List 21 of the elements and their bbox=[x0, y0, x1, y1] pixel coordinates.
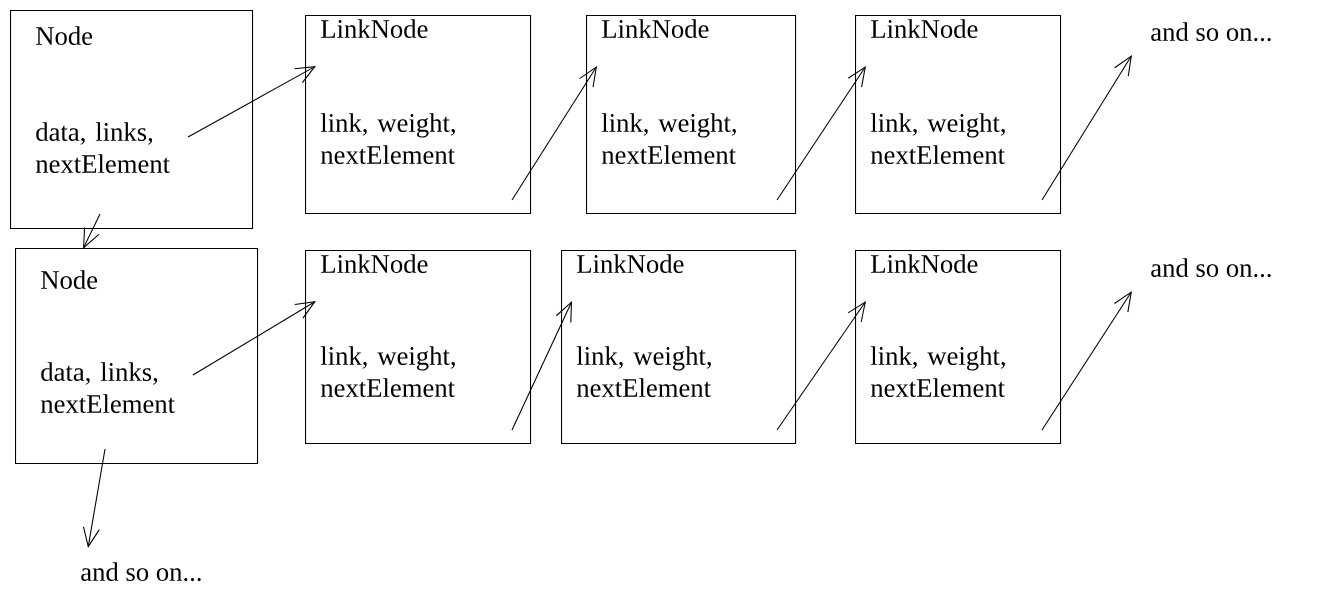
arrow bbox=[1041, 55, 1132, 201]
node-box: LinkNode link, weight, nextElement bbox=[855, 15, 1062, 215]
continuation-text: and so on... bbox=[1151, 258, 1271, 278]
arrow bbox=[511, 300, 572, 431]
arrow bbox=[1041, 291, 1132, 431]
arrow bbox=[776, 301, 866, 431]
node-box: LinkNode link, weight, nextElement bbox=[586, 15, 797, 215]
node-box: LinkNode link, weight, nextElement bbox=[855, 250, 1062, 445]
node-box: LinkNode link, weight, nextElement bbox=[305, 15, 532, 215]
arrow bbox=[83, 213, 101, 249]
continuation-text: and so on... bbox=[1151, 22, 1271, 42]
arrow bbox=[82, 448, 106, 548]
continuation-text: and so on... bbox=[81, 562, 201, 582]
node-box: LinkNode link, weight, nextElement bbox=[561, 250, 797, 445]
arrow bbox=[192, 300, 316, 376]
node-box: LinkNode link, weight, nextElement bbox=[305, 250, 532, 445]
node-box: Node data, links, nextElement bbox=[15, 248, 259, 465]
arrow bbox=[776, 65, 866, 201]
node-box: Node data, links, nextElement bbox=[10, 10, 254, 230]
arrow bbox=[187, 66, 316, 138]
arrow bbox=[511, 66, 597, 201]
